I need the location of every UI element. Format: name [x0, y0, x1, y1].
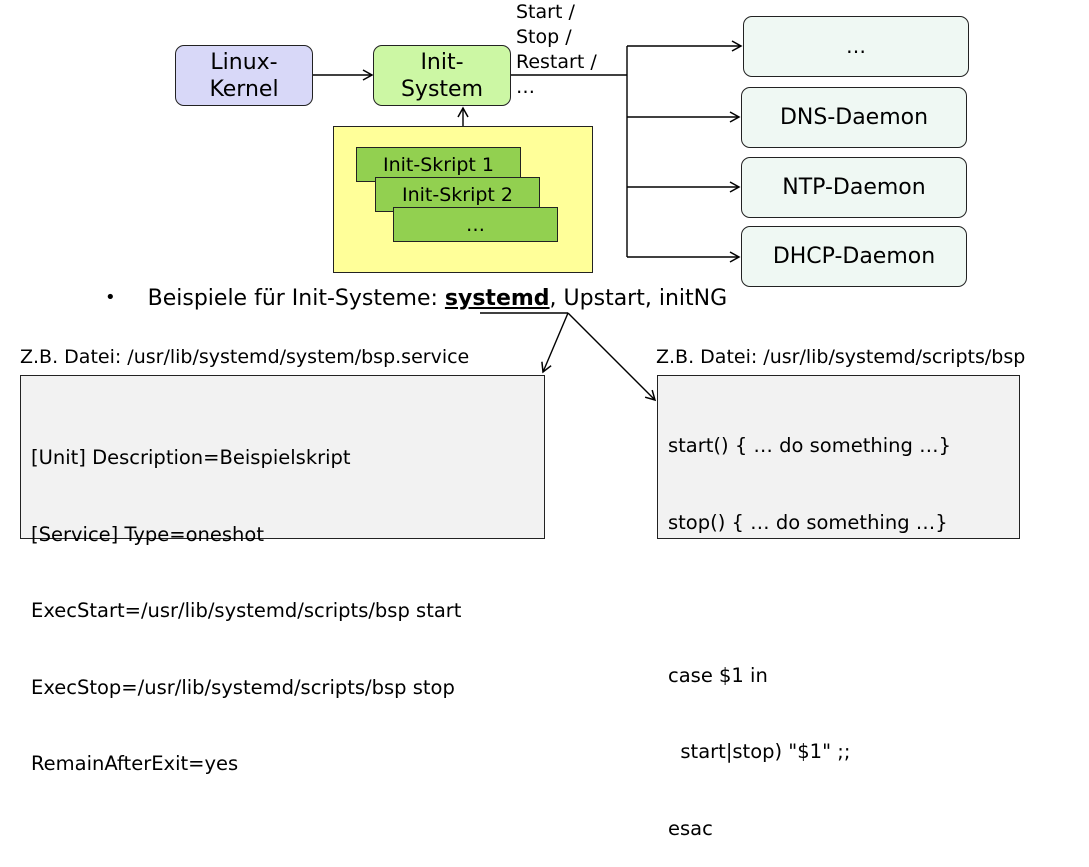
control-label-line: …	[516, 76, 535, 98]
control-label: Start / Stop / Restart / …	[516, 0, 597, 100]
bullet-suffix: , Upstart, initNG	[549, 286, 728, 311]
bullet-line: • Beispiele für Init-Systeme: systemd, Up…	[105, 286, 727, 311]
code-line: stop() { … do something …}	[668, 510, 948, 534]
daemon-box-dhcp: DHCP-Daemon	[741, 226, 967, 287]
code-line: ExecStart=/usr/lib/systemd/scripts/bsp s…	[31, 599, 462, 622]
code-line: [Unit] Description=Beispielskript	[31, 446, 351, 469]
bullet-symbol: •	[105, 287, 116, 308]
bullet-highlight: systemd	[444, 286, 550, 311]
control-label-line: Stop /	[516, 26, 572, 48]
script-file-box: start() { … do something …} stop() { … d…	[657, 375, 1020, 840]
bullet-prefix: Beispiele für Init-Systeme:	[147, 286, 445, 311]
arrow-to-service-file	[541, 312, 569, 374]
code-line: ExecStop=/usr/lib/systemd/scripts/bsp st…	[31, 675, 455, 699]
init-system-box: Init- System	[373, 45, 511, 106]
linux-kernel-line1: Linux-	[210, 49, 278, 75]
code-line: start|stop) "$1" ;;	[668, 740, 851, 763]
init-script-1: Init-Skript 1	[356, 147, 521, 182]
linux-kernel-line2: Kernel	[209, 76, 279, 102]
code-line: RemainAfterExit=yes	[31, 752, 239, 775]
daemon-box-more: …	[743, 16, 969, 77]
service-file-label: Z.B. Datei: /usr/lib/systemd/system/bsp.…	[20, 346, 470, 368]
code-line: [Service] Type=oneshot	[31, 522, 264, 546]
init-system-line1: Init-	[420, 49, 464, 75]
code-line: case $1 in	[668, 663, 768, 687]
daemon-box-ntp: NTP-Daemon	[741, 157, 967, 218]
init-script-3: …	[393, 207, 558, 242]
control-label-line: Start /	[516, 1, 575, 23]
control-label-line: Restart /	[516, 51, 597, 73]
linux-kernel-box: Linux- Kernel	[175, 45, 313, 106]
connector-lines	[313, 40, 743, 402]
init-system-line2: System	[400, 76, 484, 102]
code-line	[668, 586, 1009, 612]
service-file-box: [Unit] Description=Beispielskript [Servi…	[20, 375, 545, 775]
code-line: start() { … do something …}	[668, 434, 951, 457]
daemon-box-dns: DNS-Daemon	[741, 87, 967, 148]
arrow-to-script-file	[567, 312, 657, 402]
init-script-2: Init-Skript 2	[375, 177, 540, 212]
script-file-label: Z.B. Datei: /usr/lib/systemd/scripts/bsp	[656, 346, 1026, 368]
code-line: esac	[668, 816, 713, 840]
